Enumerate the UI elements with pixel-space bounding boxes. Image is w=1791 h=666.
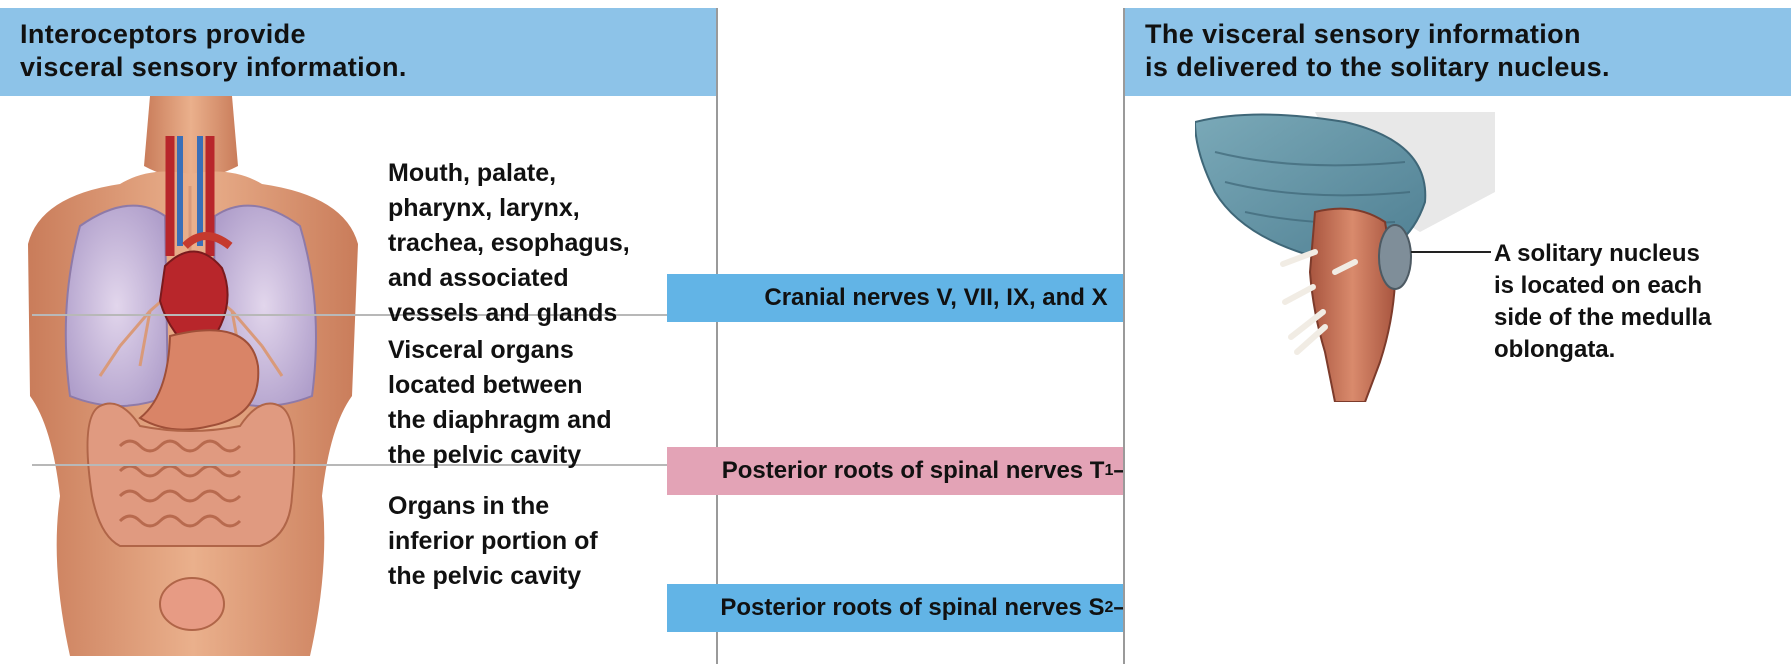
subscript-s2: 2 [1104,599,1113,617]
left-panel-title: Interoceptors provide visceral sensory i… [20,18,716,84]
right-panel-header: The visceral sensory information is deli… [1125,8,1791,96]
row-divider [32,464,718,466]
region-text-upper: Mouth, palate, pharynx, larynx, trachea,… [388,156,630,331]
interoceptors-panel: Interoceptors provide visceral sensory i… [0,8,718,664]
brainstem-illustration-icon [1195,112,1495,402]
region-text-middle: Visceral organs located between the diap… [388,333,612,473]
torso-illustration-icon [0,96,380,666]
sacral-label-prefix: Posterior roots of spinal nerves S [720,594,1104,622]
right-panel-title: The visceral sensory information is deli… [1145,18,1791,84]
subscript-t: 1 [1104,462,1113,480]
cranial-nerves-label: Cranial nerves V, VII, IX, and X [764,284,1107,312]
thoracolumbar-label-prefix: Posterior roots of spinal nerves T [722,457,1105,485]
solitary-nucleus-callout: A solitary nucleus is located on each si… [1494,238,1711,366]
left-panel-header: Interoceptors provide visceral sensory i… [0,8,716,96]
region-text-lower: Organs in the inferior portion of the pe… [388,489,598,594]
